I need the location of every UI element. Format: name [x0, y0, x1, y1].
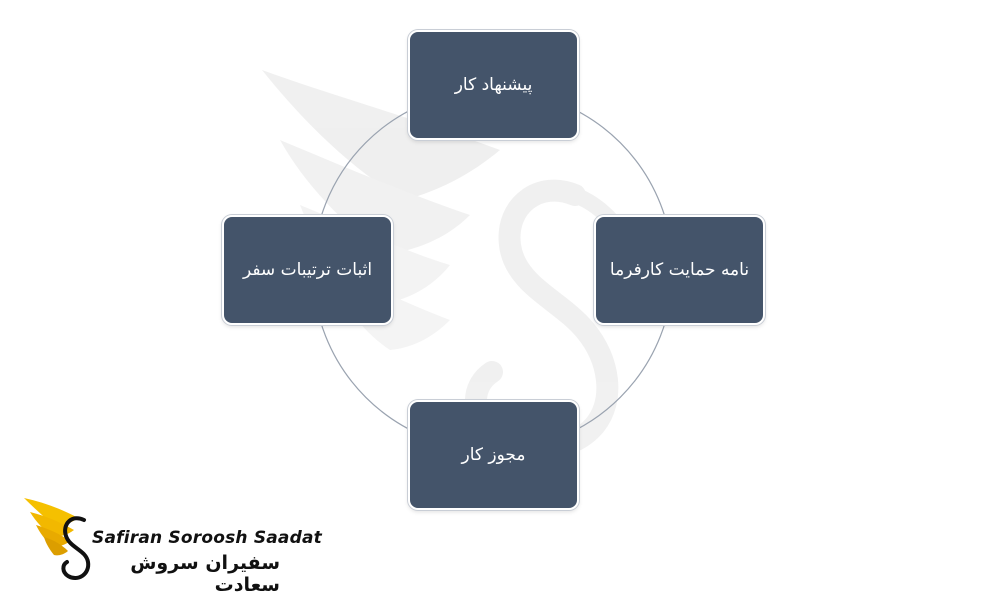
node-work-permit: مجوز کار [408, 400, 579, 510]
node-employer-support-letter: نامه حمایت کارفرما [594, 215, 765, 325]
node-job-offer: پیشنهاد کار [408, 30, 579, 140]
brand-logo-icon [24, 498, 91, 581]
node-travel-arrangements-proof: اثبات ترتیبات سفر [222, 215, 393, 325]
brand-name-fa: سفیران سروش سعادت [130, 552, 280, 596]
brand-name-en: Safiran Soroosh Saadat [92, 528, 322, 548]
